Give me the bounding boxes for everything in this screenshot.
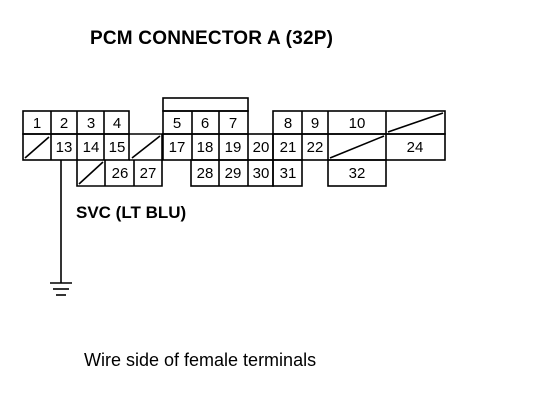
empty-cavity-23 [329,135,385,159]
pin-5: 5 [173,115,181,132]
wire-label: SVC (LT BLU) [76,203,187,222]
empty-cavity-16 [131,135,161,159]
pin-20: 20 [253,139,270,156]
page-title: PCM CONNECTOR A (32P) [90,28,334,49]
pin-26: 26 [112,165,129,182]
block-a [22,110,163,187]
pin-15: 15 [109,139,126,156]
pin-2: 2 [60,115,68,132]
pin-13: 13 [56,139,73,156]
caption: Wire side of female terminals [84,350,317,370]
pin-24: 24 [407,139,424,156]
pin-27: 27 [140,165,157,182]
pin-31: 31 [280,165,297,182]
pin-4: 4 [113,115,121,132]
pin-10: 10 [349,115,366,132]
pin-3: 3 [87,115,95,132]
pin-29: 29 [225,165,242,182]
pin-30: 30 [253,165,270,182]
pin-14: 14 [83,139,100,156]
pin-8: 8 [284,115,292,132]
pin-17: 17 [169,139,186,156]
pin-18: 18 [197,139,214,156]
pin-28: 28 [197,165,214,182]
empty-cavity-25 [78,161,104,185]
pin-19: 19 [225,139,242,156]
pin-22: 22 [307,139,324,156]
pin-32: 32 [349,165,366,182]
empty-cavity-12 [24,136,50,159]
pin-21: 21 [280,139,297,156]
empty-cavity-11 [387,112,444,133]
pin-6: 6 [201,115,209,132]
block-c [272,110,446,187]
pin-9: 9 [311,115,319,132]
pin-7: 7 [229,115,237,132]
connector-lock-tab [162,97,249,112]
pin-1: 1 [33,115,41,132]
